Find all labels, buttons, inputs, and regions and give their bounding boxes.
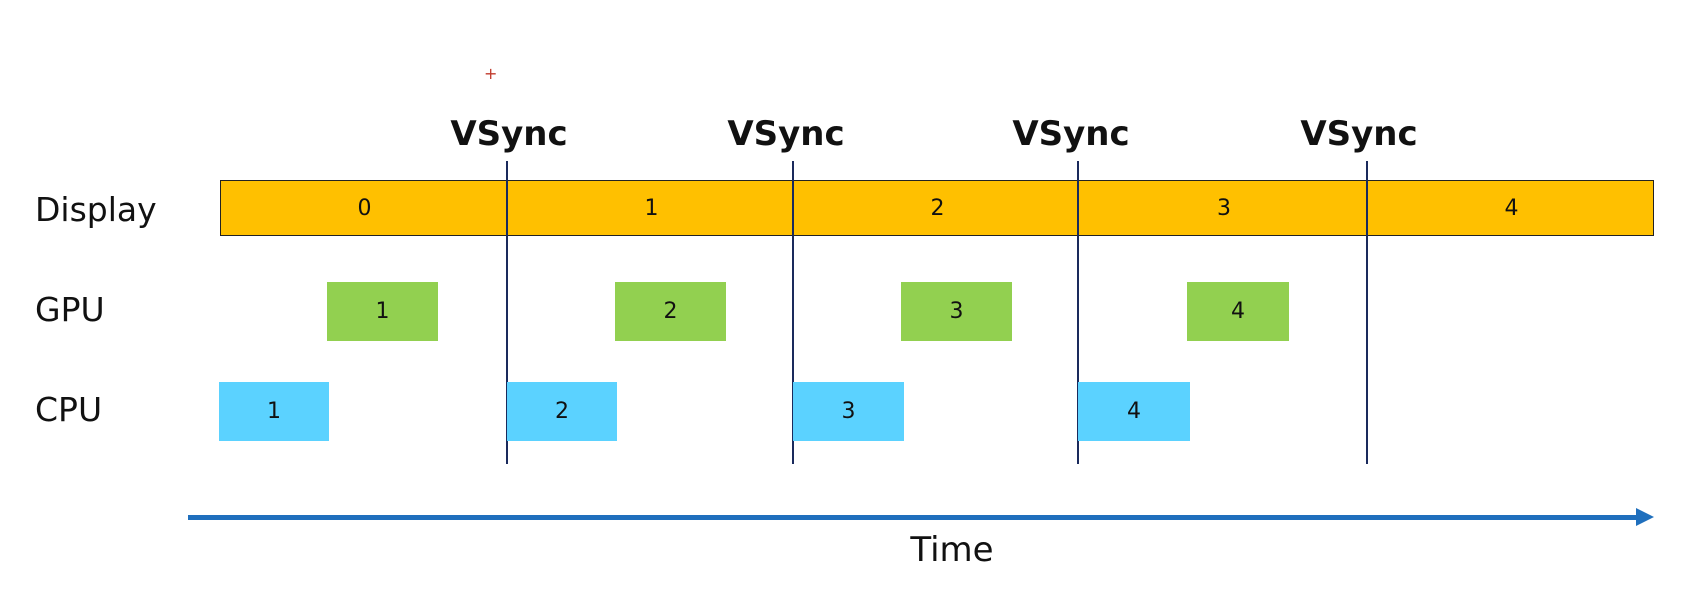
row-label-gpu: GPU [35, 290, 105, 329]
vsync-label-3: VSync [1012, 114, 1130, 154]
time-axis-line [188, 515, 1638, 520]
display-frame-1: 1 [644, 195, 659, 221]
cpu-frame-2: 2 [507, 382, 617, 441]
time-axis-arrowhead [1636, 508, 1654, 526]
plus-marker: + [484, 64, 498, 83]
vsync-line-4 [1366, 161, 1368, 464]
display-timeline-bar: 0 1 2 3 4 [220, 180, 1654, 236]
cpu-frame-3: 3 [793, 382, 904, 441]
time-axis-label: Time [910, 530, 994, 570]
vsync-label-2: VSync [727, 114, 845, 154]
display-frame-0: 0 [357, 195, 372, 221]
display-frame-4: 4 [1504, 195, 1519, 221]
vsync-line-1 [506, 161, 508, 464]
vsync-line-2 [792, 161, 794, 464]
row-label-display: Display [35, 190, 157, 229]
gpu-frame-1: 1 [327, 282, 438, 341]
gpu-frame-3: 3 [901, 282, 1012, 341]
display-frame-2: 2 [930, 195, 945, 221]
vsync-label-1: VSync [450, 114, 568, 154]
vsync-line-3 [1077, 161, 1079, 464]
display-frame-3: 3 [1217, 195, 1231, 221]
cpu-frame-4: 4 [1078, 382, 1190, 441]
gpu-frame-4: 4 [1187, 282, 1289, 341]
row-label-cpu: CPU [35, 390, 103, 429]
cpu-frame-1: 1 [219, 382, 329, 441]
vsync-label-4: VSync [1300, 114, 1418, 154]
gpu-frame-2: 2 [615, 282, 726, 341]
